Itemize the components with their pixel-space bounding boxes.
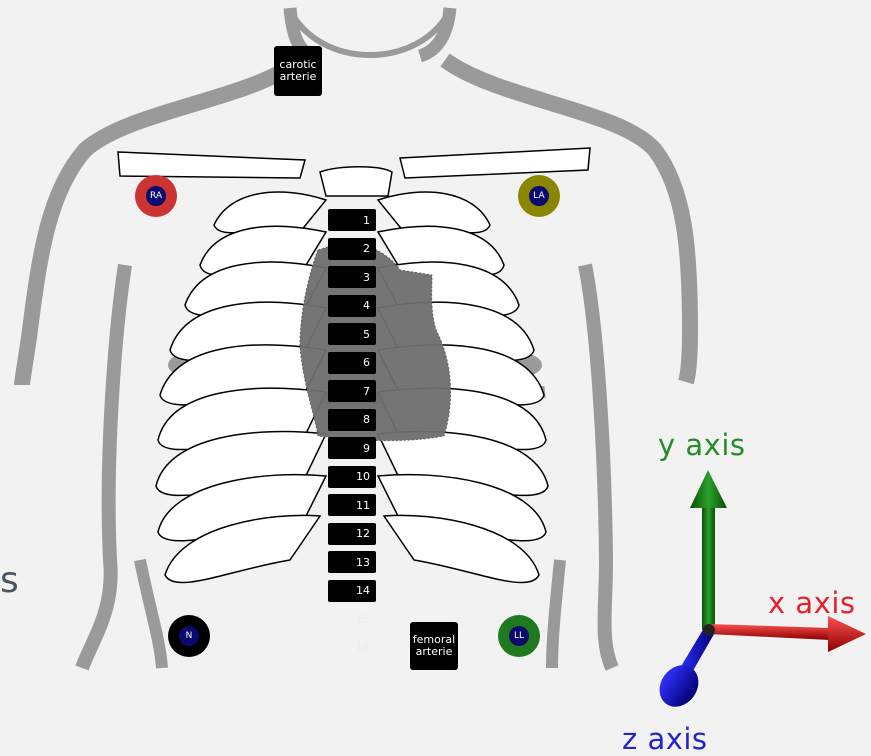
y-axis-label: y axis — [658, 428, 745, 462]
z-axis-label: z axis — [622, 722, 708, 756]
x-axis-shaft — [708, 624, 830, 640]
x-axis-head — [828, 616, 866, 652]
axes-origin — [703, 624, 715, 636]
y-axis-shaft — [702, 505, 715, 630]
y-axis-head — [690, 470, 727, 508]
x-axis-label: x axis — [768, 586, 855, 620]
z-axis-head — [652, 658, 707, 715]
